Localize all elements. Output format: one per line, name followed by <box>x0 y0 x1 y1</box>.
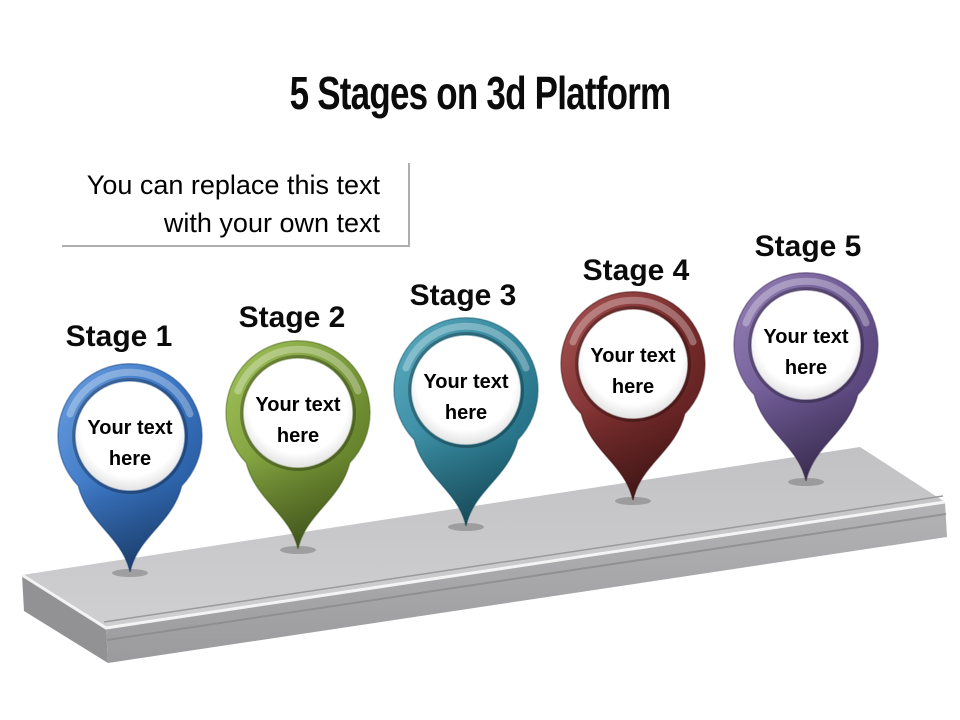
note-line-2: with your own text <box>163 208 380 238</box>
platform-bevel-highlight <box>21 500 946 630</box>
pin-text-3[interactable]: Your text here <box>423 371 509 424</box>
pin-text-1[interactable]: Your text here <box>87 417 173 470</box>
note-line-1: You can replace this text <box>86 170 380 200</box>
stage-label-5[interactable]: Stage 5 <box>754 230 862 263</box>
map-pin-icon <box>57 362 203 577</box>
platform-top-edge-line <box>103 495 944 623</box>
map-pin-icon <box>733 271 879 486</box>
stage-pin-1[interactable]: Your text here <box>50 352 210 588</box>
map-pin-icon <box>393 316 539 531</box>
stage-label-1[interactable]: Stage 1 <box>65 320 173 353</box>
platform-top-face <box>22 447 945 628</box>
stage-pin-4[interactable]: Your text here <box>553 280 713 516</box>
stage-label-2[interactable]: Stage 2 <box>238 301 346 334</box>
pin-text-4[interactable]: Your text here <box>590 345 676 398</box>
platform-left-face <box>22 575 108 663</box>
slide-title[interactable]: 5 Stages on 3d Platform <box>289 67 672 119</box>
stage-label-4[interactable]: Stage 4 <box>582 254 690 287</box>
platform-front-face <box>106 502 947 663</box>
pin-text-2[interactable]: Your text here <box>255 394 341 447</box>
pin-text-5[interactable]: Your text here <box>763 326 849 379</box>
stage-pin-5[interactable]: Your text here <box>726 261 886 497</box>
map-pin-icon <box>225 339 371 554</box>
stage-pin-2[interactable]: Your text here <box>218 329 378 565</box>
platform-groove-line <box>106 513 947 641</box>
map-pin-icon <box>560 290 706 505</box>
stage-label-3[interactable]: Stage 3 <box>409 279 517 312</box>
stage-pin-3[interactable]: Your text here <box>386 306 546 542</box>
note-text-box[interactable]: You can replace this text with your own … <box>62 163 410 247</box>
